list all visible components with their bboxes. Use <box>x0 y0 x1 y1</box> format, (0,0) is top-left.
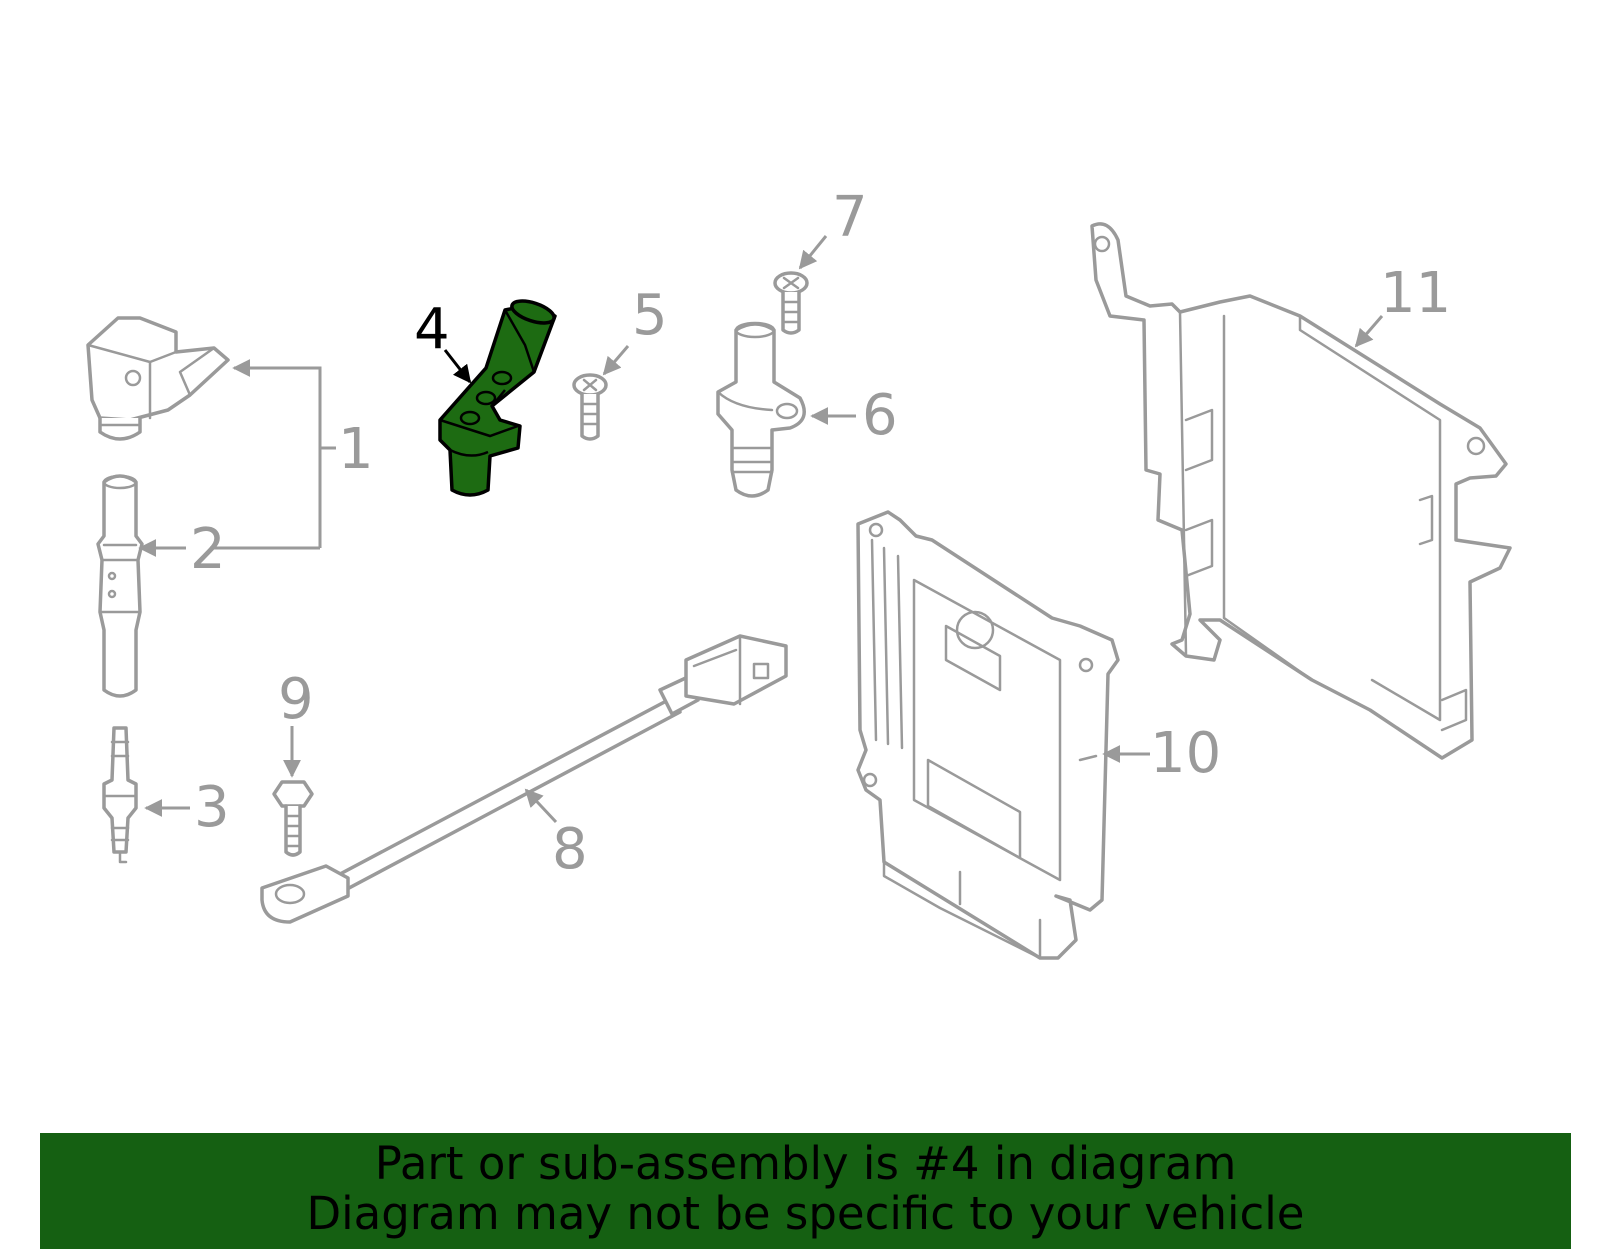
callout-5: 5 <box>632 283 668 348</box>
leader-lines <box>138 235 1384 824</box>
banner-line-part-number: Part or sub-assembly is #4 in diagram <box>374 1137 1237 1190</box>
callout-7: 7 <box>832 185 868 250</box>
small-bolt-part[interactable] <box>773 271 809 335</box>
info-banner: Part or sub-assembly is #4 in diagram Di… <box>40 1133 1571 1249</box>
coil-boot-part[interactable] <box>96 474 144 698</box>
callout-9: 9 <box>278 667 314 732</box>
callout-3: 3 <box>194 775 230 840</box>
callout-8: 8 <box>552 817 588 882</box>
callout-1: 1 <box>338 417 374 482</box>
callout-10: 10 <box>1150 721 1221 786</box>
knock-sensor-cable-part[interactable] <box>260 634 788 924</box>
ignition-coil-part[interactable] <box>86 316 230 441</box>
crankshaft-position-sensor-highlighted[interactable] <box>438 297 557 497</box>
sensor-bolt-part[interactable] <box>572 373 608 441</box>
knock-sensor-bolt-part[interactable] <box>272 780 314 857</box>
callout-2: 2 <box>190 517 226 582</box>
camshaft-sensor-part[interactable] <box>716 321 806 498</box>
callout-11: 11 <box>1380 261 1451 326</box>
control-module-bracket-part[interactable] <box>1090 222 1512 760</box>
callout-4-highlighted: 4 <box>414 297 450 362</box>
spark-plug-part[interactable] <box>102 726 138 864</box>
engine-control-module-part[interactable] <box>856 510 1120 960</box>
callout-6: 6 <box>862 383 898 448</box>
banner-line-disclaimer: Diagram may not be specific to your vehi… <box>306 1187 1305 1240</box>
